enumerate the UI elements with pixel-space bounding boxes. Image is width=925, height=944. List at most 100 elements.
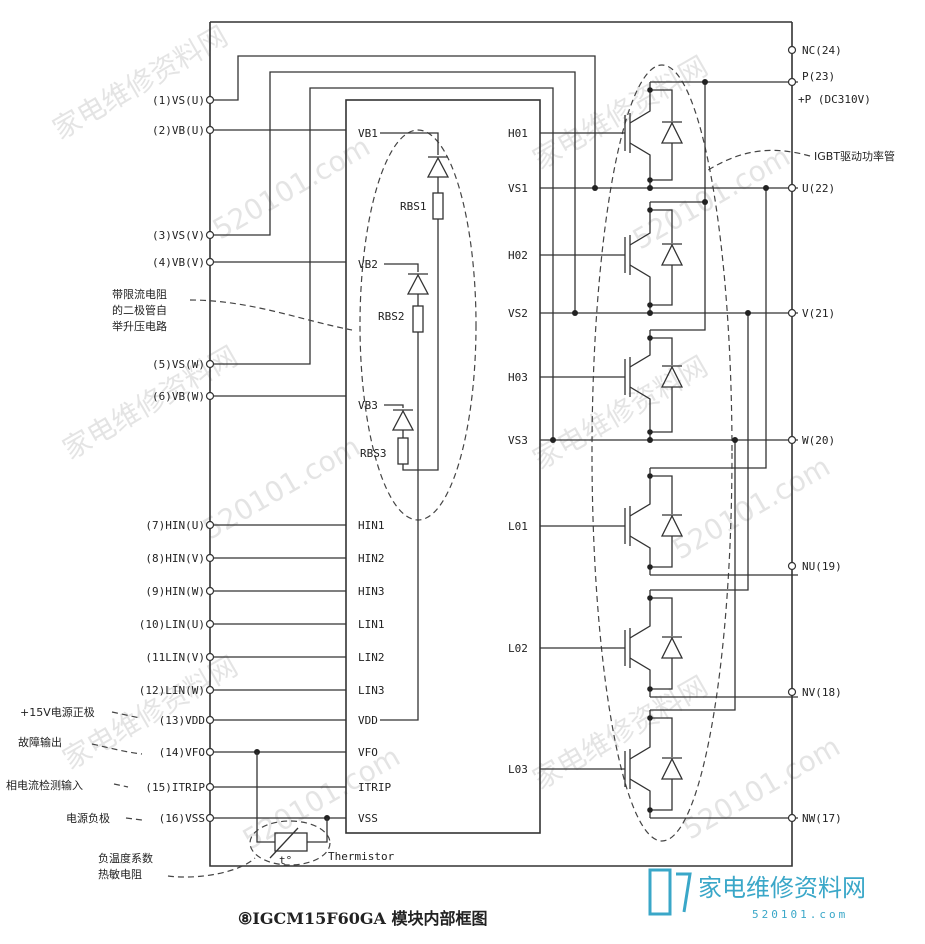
logo-text: 家电维修资料网: [698, 874, 866, 902]
watermark-text: 家电维修资料网: [527, 349, 713, 476]
left-pin-label: (11LIN(V): [145, 651, 205, 664]
left-pin-label: (2)VB(U): [152, 124, 205, 137]
resistor-label-rbs3: RBS3: [360, 447, 387, 460]
left-pin-column: (1)VS(U) (2)VB(U) (3)VS(V) (4)VB(V) (5)VS(W)…: [139, 94, 392, 825]
ntc-annotation-line1: 负温度系数: [98, 851, 153, 865]
ic-input-label: VB1: [358, 127, 378, 140]
thermistor-icon: [274, 832, 308, 852]
pin-terminal-icon: [205, 520, 215, 530]
right-pin-column: NC(24)P(23)+P (DC310V)U(22)V(21)W(20)NU(…: [787, 44, 871, 825]
right-pin-label: NW(17): [802, 812, 842, 825]
diode-icon: [391, 409, 415, 431]
logo-mark-icon: [648, 868, 672, 916]
ic-output-label: VS3: [508, 434, 528, 447]
left-pin-label: (5)VS(W): [152, 358, 205, 371]
right-pin-label: P(23): [802, 70, 835, 83]
site-logo: 家电维修资料网 520101.com: [648, 868, 866, 921]
resistor-label-rbs2: RBS2: [378, 310, 405, 323]
bootstrap-annotation-line3: 举升压电路: [112, 319, 167, 333]
left-pin-label: (16)VSS: [159, 812, 205, 825]
driver-ic-box: [345, 99, 541, 834]
right-pin-label: NU(19): [802, 560, 842, 573]
resistor-label-rbs1: RBS1: [400, 200, 427, 213]
right-pin-label: V(21): [802, 307, 835, 320]
bootstrap-circuit: RBS1 RBS2 RBS3: [359, 129, 477, 721]
watermark-text: 520101.com: [237, 740, 406, 856]
igbt-outline: [591, 64, 733, 842]
diode-icon: [660, 121, 684, 144]
logo-url: 520101.com: [752, 908, 848, 921]
ic-output-label: H01: [508, 127, 528, 140]
left-pin-label: (6)VB(W): [152, 390, 205, 403]
annotations: IGBT驱动功率管 带限流电阻 的二极管自 举升压电路 +15V电源正极 故障输…: [6, 149, 895, 881]
pin-terminal-icon: [205, 391, 215, 401]
bootstrap-annotation-line1: 带限流电阻: [112, 287, 167, 301]
diode-icon: [660, 636, 684, 659]
watermark-layer: 家电维修资料网 520101.com 家电维修资料网 520101.com 家电…: [47, 19, 846, 856]
pin-terminal-icon: [787, 183, 797, 193]
left-pin-label: (8)HIN(V): [145, 552, 205, 565]
thermistor-outline: [249, 820, 331, 866]
watermark-text: 家电维修资料网: [527, 669, 713, 796]
right-pin-label: W(20): [802, 434, 835, 447]
left-pin-label: (4)VB(V): [152, 256, 205, 269]
ic-input-label: LIN2: [358, 651, 385, 664]
pin-terminal-icon: [205, 257, 215, 267]
ic-output-label: L03: [508, 763, 528, 776]
pin-terminal-icon: [205, 619, 215, 629]
watermark-text: 520101.com: [197, 430, 366, 546]
pin-terminal-icon: [787, 77, 797, 87]
thermistor-symbol: t°: [279, 854, 292, 867]
igbt-array: [540, 79, 798, 819]
left-pin-label: (12)LIN(W): [139, 684, 205, 697]
left-pin-label: (1)VS(U): [152, 94, 205, 107]
pin-terminal-icon: [205, 782, 215, 792]
thermistor-label: Thermistor: [328, 850, 395, 863]
right-pin-label: U(22): [802, 182, 835, 195]
left-pin-label: (15)ITRIP: [145, 781, 205, 794]
figure-caption: ⑧IGCM15F60GA 模块内部框图: [238, 909, 487, 928]
resistor-icon: [397, 437, 409, 465]
vdd-annotation: +15V电源正极: [20, 705, 95, 719]
watermark-text: 520101.com: [207, 130, 376, 246]
bootstrap-annotation-line2: 的二极管自: [112, 303, 167, 317]
left-pin-label: (9)HIN(W): [145, 585, 205, 598]
ic-input-label: VDD: [358, 714, 378, 727]
vs-wires: [213, 55, 596, 440]
ic-input-label: VB2: [358, 258, 378, 271]
watermark-text: 520101.com: [627, 140, 796, 256]
current-annotation: 相电流检测输入: [6, 778, 83, 792]
ntc-annotation-line2: 热敏电阻: [98, 867, 142, 881]
ic-input-label: HIN1: [358, 519, 385, 532]
igbt-annotation: IGBT驱动功率管: [814, 149, 895, 163]
ic-input-label: ITRIP: [358, 781, 391, 794]
left-pin-label: (14)VFO: [159, 746, 205, 759]
ic-input-label: VSS: [358, 812, 378, 825]
left-pin-label: (7)HIN(U): [145, 519, 205, 532]
pin-terminal-icon: [205, 230, 215, 240]
pin-terminal-icon: [787, 308, 797, 318]
watermark-text: 家电维修资料网: [47, 19, 233, 146]
diode-icon: [660, 243, 684, 266]
pin-terminal-icon: [205, 747, 215, 757]
ic-output-label: L02: [508, 642, 528, 655]
ic-input-label: HIN3: [358, 585, 385, 598]
pin-terminal-icon: [205, 553, 215, 563]
resistor-icon: [412, 305, 424, 333]
ic-input-label: HIN2: [358, 552, 385, 565]
ic-output-label: VS1: [508, 182, 528, 195]
right-pin-label: NV(18): [802, 686, 842, 699]
thermistor-circuit: t° Thermistor: [249, 749, 395, 867]
pin-terminal-icon: [205, 715, 215, 725]
pin-terminal-icon: [205, 95, 215, 105]
left-pin-label: (13)VDD: [159, 714, 205, 727]
diode-icon: [426, 156, 450, 178]
ic-input-label: VB3: [358, 399, 378, 412]
diode-icon: [406, 273, 430, 295]
fault-annotation: 故障输出: [18, 735, 62, 749]
pin-terminal-icon: [787, 687, 797, 697]
watermark-text: 家电维修资料网: [527, 49, 713, 176]
right-pin-label: +P (DC310V): [798, 93, 871, 106]
left-pin-label: (3)VS(V): [152, 229, 205, 242]
